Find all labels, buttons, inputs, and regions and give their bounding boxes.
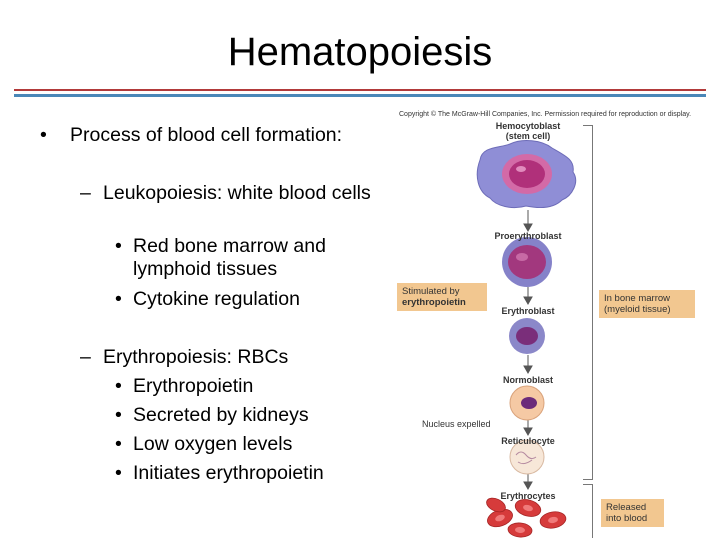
slide-title: Hematopoiesis xyxy=(227,30,493,74)
arrow-head-icon xyxy=(523,365,533,375)
dash-icon: – xyxy=(80,346,91,368)
stimulated-line-2: erythropoietin xyxy=(402,297,466,308)
bullet-process: • Process of blood cell formation: xyxy=(40,124,343,147)
erythro-sub-1: • Erythropoietin xyxy=(115,375,373,398)
label-proerythroblast: Proerythroblast xyxy=(494,231,562,241)
label-hemocytoblast: Hemocytoblast (stem cell) xyxy=(484,121,572,141)
arrow-head-icon xyxy=(523,427,533,437)
erythroblast-cell-icon xyxy=(509,318,545,354)
marrow-line-2: (myeloid tissue) xyxy=(604,304,671,315)
erythro-sub-2-text: Secreted by kidneys xyxy=(133,404,309,426)
marrow-bracket xyxy=(583,125,593,480)
normoblast-cell-icon xyxy=(509,385,545,421)
erythro-sub-3: • Low oxygen levels xyxy=(115,433,373,456)
stimulated-line-1: Stimulated by xyxy=(402,286,460,297)
label-nucleus-expelled: Nucleus expelled xyxy=(422,419,491,429)
proerythroblast-cell-icon xyxy=(502,237,552,287)
bullet-list: • Process of blood cell formation: – Leu… xyxy=(40,124,373,485)
erythro-sub-4: • Initiates erythropoietin xyxy=(115,462,373,485)
marrow-line-1: In bone marrow xyxy=(604,293,671,304)
label-normoblast: Normoblast xyxy=(502,375,553,385)
leuko-sub-2-text: Cytokine regulation xyxy=(133,288,300,310)
title-divider-blue xyxy=(14,94,706,97)
bullet-process-text: Process of blood cell formation: xyxy=(70,124,343,146)
figure-copyright: Copyright © The McGraw-Hill Companies, I… xyxy=(399,111,692,118)
stimulated-by-erythropoietin-box: Stimulated by erythropoietin xyxy=(397,283,487,311)
leukopoiesis-text: Leukopoiesis: white blood cells xyxy=(103,182,371,204)
label-reticulocyte: Reticulocyte xyxy=(501,436,555,446)
reticulocyte-cell-icon xyxy=(509,439,545,475)
erythro-sub-1-text: Erythropoietin xyxy=(133,375,254,397)
leuko-sub-1: • Red bone marrow and lymphoid tissues xyxy=(115,235,373,281)
bullet-dot-icon: • xyxy=(115,433,122,455)
erythro-sub-2: • Secreted by kidneys xyxy=(115,404,373,427)
label-erythroblast: Erythroblast xyxy=(501,306,555,316)
released-line-1: Released xyxy=(606,502,647,513)
bullet-dot-icon: • xyxy=(40,124,47,146)
bullet-dot-icon: • xyxy=(115,235,122,257)
arrow-head-icon xyxy=(523,481,533,491)
erythro-sub-4-text: Initiates erythropoietin xyxy=(133,462,324,484)
arrow-head-icon xyxy=(523,223,533,233)
label-hemocytoblast-text: Hemocytoblast xyxy=(495,121,561,131)
bullet-dot-icon: • xyxy=(115,288,122,310)
erythro-sub-3-text: Low oxygen levels xyxy=(133,433,293,455)
title-divider-red xyxy=(14,89,706,91)
bullet-dot-icon: • xyxy=(115,375,122,397)
released-line-2: into blood xyxy=(606,513,648,524)
bullet-dot-icon: • xyxy=(115,462,122,484)
dash-icon: – xyxy=(80,182,91,204)
label-erythrocytes: Erythrocytes xyxy=(500,491,556,501)
label-stem-cell-text: (stem cell) xyxy=(505,131,551,141)
leuko-sub-2: • Cytokine regulation xyxy=(115,288,373,311)
arrow-head-icon xyxy=(523,296,533,306)
leuko-sub-1-text: Red bone marrow and lymphoid tissues xyxy=(133,235,326,280)
released-into-blood-box: Released into blood xyxy=(601,499,664,527)
erythropoiesis-text: Erythropoiesis: RBCs xyxy=(103,346,289,368)
in-bone-marrow-box: In bone marrow (myeloid tissue) xyxy=(599,290,695,318)
bullet-dot-icon: • xyxy=(115,404,122,426)
blood-bracket xyxy=(583,484,593,538)
hemocytoblast-cell-icon xyxy=(476,140,577,209)
